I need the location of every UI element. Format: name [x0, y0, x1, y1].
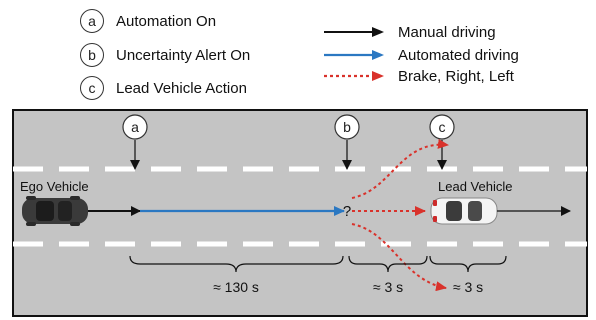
solid-black-arrow-icon [324, 27, 384, 37]
key-item-manual: Manual driving [324, 22, 496, 42]
key-item-brake-right-left: Brake, Right, Left [324, 66, 514, 86]
duration-brace-3s-a [348, 255, 428, 273]
ego-vehicle-icon [22, 196, 88, 226]
marker-b-icon: b [80, 43, 104, 67]
legend-item-uncertainty-alert: b Uncertainty Alert On [80, 40, 250, 70]
action-path-right [351, 223, 447, 292]
road-marker-a-label: a [131, 119, 139, 135]
road-marker-b-label: b [343, 119, 351, 135]
action-path-left [351, 139, 449, 199]
ego-vehicle-label: Ego Vehicle [20, 179, 89, 194]
duration-label-130s: ≈ 130 s [213, 279, 259, 295]
lead-vehicle-icon [430, 197, 498, 225]
duration-brace-130s [129, 255, 344, 273]
key-label-brake-right-left: Brake, Right, Left [398, 67, 514, 85]
road-marker-a: a [122, 114, 148, 170]
duration-brace-3s-b [429, 255, 507, 273]
road-marker-b: b [334, 114, 360, 170]
legend-item-automation-on: a Automation On [80, 6, 216, 36]
key-item-automated: Automated driving [324, 45, 519, 65]
road-surface [12, 109, 588, 317]
uncertainty-symbol: ? [343, 203, 351, 220]
legend-item-lead-vehicle-action: c Lead Vehicle Action [80, 73, 247, 103]
key-label-automated: Automated driving [398, 46, 519, 64]
duration-label-3s-a: ≈ 3 s [373, 279, 403, 295]
duration-label-3s-b: ≈ 3 s [453, 279, 483, 295]
road-marker-c-label: c [439, 119, 446, 135]
legend-label-uncertainty-alert: Uncertainty Alert On [116, 46, 251, 64]
lead-vehicle-label: Lead Vehicle [438, 179, 512, 194]
solid-blue-arrow-icon [324, 50, 384, 60]
marker-c-icon: c [80, 76, 104, 100]
key-label-manual: Manual driving [398, 23, 496, 41]
legend-label-lead-vehicle-action: Lead Vehicle Action [116, 79, 247, 97]
marker-a-icon: a [80, 9, 104, 33]
road-marker-c: c [429, 114, 455, 170]
dotted-red-arrow-icon [324, 71, 384, 81]
legend-label-automation-on: Automation On [116, 12, 217, 30]
